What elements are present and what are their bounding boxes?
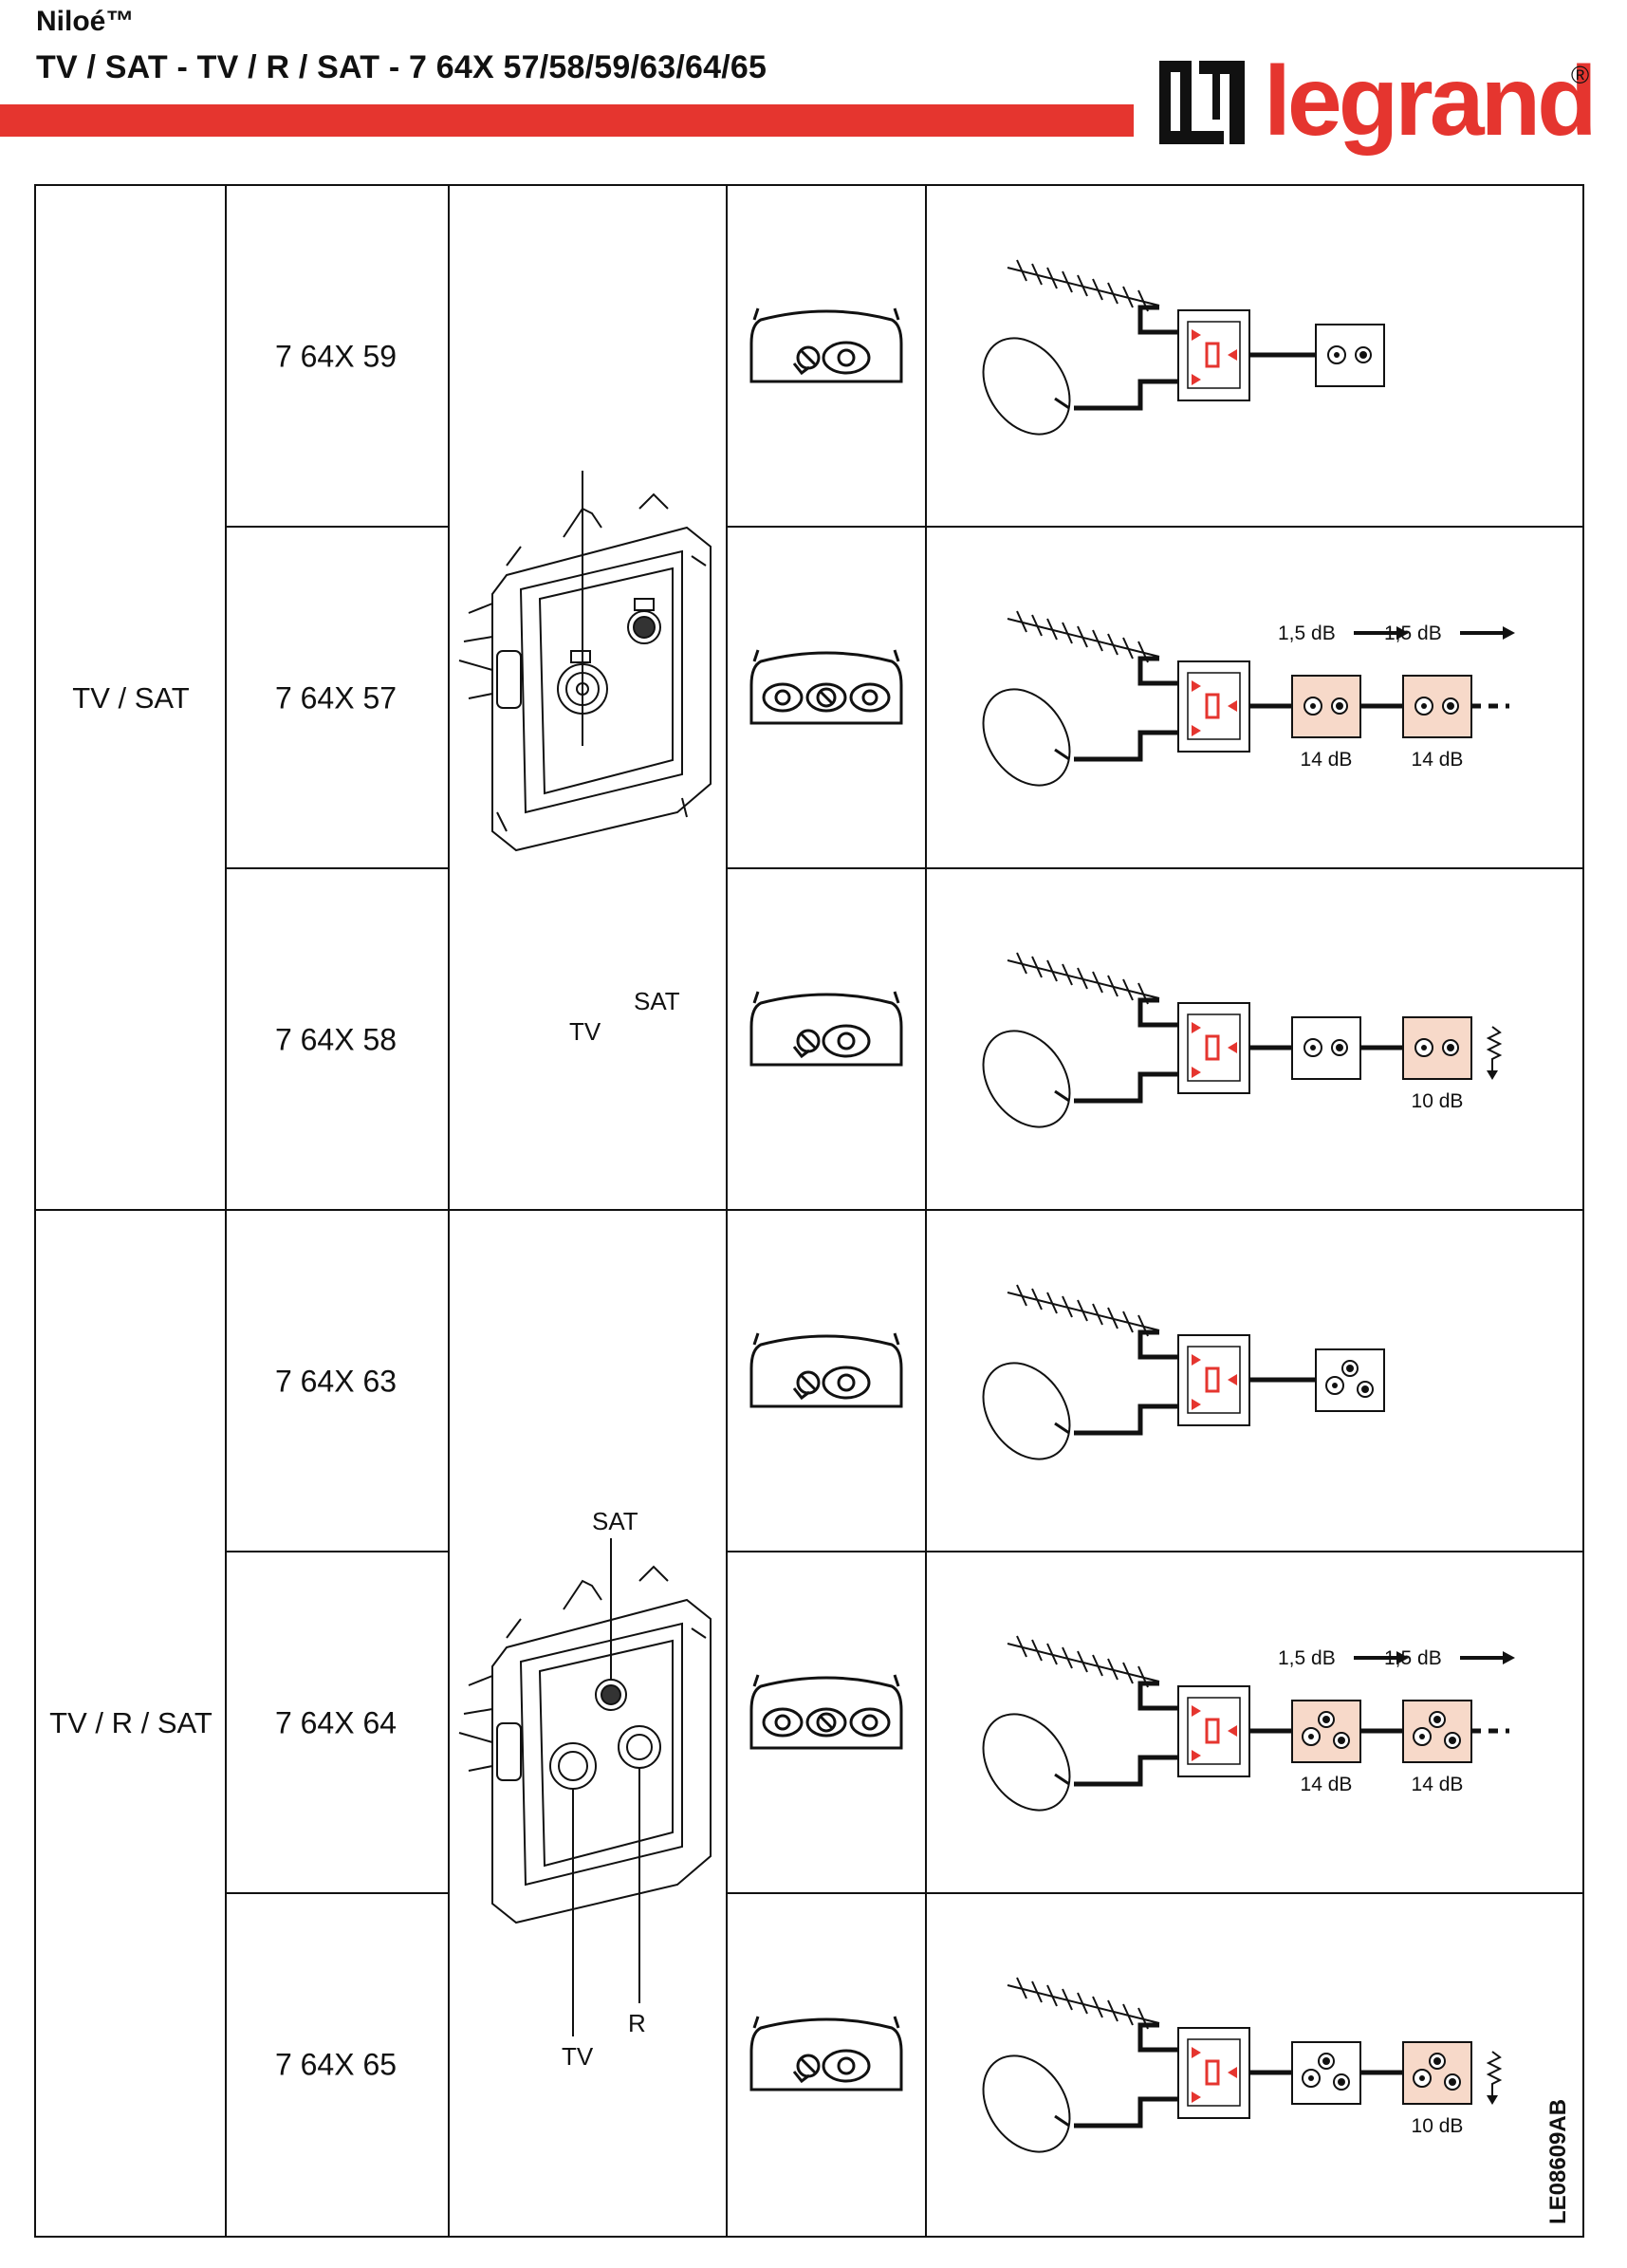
row-divider bbox=[726, 1892, 1582, 1894]
terminator-icon bbox=[1486, 2051, 1503, 2105]
single-fixing-icon bbox=[749, 1332, 903, 1408]
outlet-icon bbox=[1402, 675, 1472, 738]
tv-sat-socket-illustration: SAT TV bbox=[458, 471, 712, 1046]
svg-text:®: ® bbox=[1571, 61, 1589, 89]
col-divider bbox=[925, 186, 927, 2236]
double-fixing-icon bbox=[749, 1674, 903, 1750]
group-label: TV / SAT bbox=[72, 681, 190, 715]
antenna-icon bbox=[1007, 1284, 1160, 1337]
tap-loss-label: 10 dB bbox=[1412, 2115, 1464, 2137]
tap-loss-label: 10 dB bbox=[1412, 1090, 1464, 1112]
col-divider bbox=[448, 186, 450, 2236]
product-code: 7 64X 63 bbox=[274, 1364, 398, 1399]
tv-label: TV bbox=[562, 2042, 594, 2071]
single-fixing-icon bbox=[749, 991, 903, 1067]
antenna-icon bbox=[1007, 1977, 1160, 2030]
terminator-icon bbox=[1486, 1026, 1503, 1080]
product-code: 7 64X 64 bbox=[274, 1705, 398, 1740]
wiring-diagram: 10 dB bbox=[982, 1977, 1503, 2153]
wiring-diagram: 14 dB 1,5 dB 14 dB 1,5 dB bbox=[982, 1635, 1515, 1812]
through-loss-label: 1,5 dB bbox=[1278, 1647, 1336, 1669]
splitter-icon bbox=[1177, 2027, 1250, 2119]
sat-label: SAT bbox=[592, 1507, 638, 1535]
wiring-diagram bbox=[982, 1284, 1385, 1460]
outlet-icon bbox=[1291, 675, 1361, 738]
col-divider bbox=[225, 186, 227, 2236]
row-divider bbox=[726, 1551, 1582, 1552]
legrand-logo: legrand ® bbox=[1159, 49, 1594, 157]
product-code: 7 64X 58 bbox=[274, 1022, 398, 1057]
tap-loss-label: 14 dB bbox=[1412, 1774, 1464, 1795]
antenna-icon bbox=[1007, 259, 1160, 312]
product-name: Niloé™ bbox=[36, 6, 135, 37]
group-label: TV / R / SAT bbox=[49, 1706, 213, 1739]
wiring-diagram bbox=[982, 259, 1385, 436]
outlet-icon bbox=[1291, 1700, 1361, 1763]
svg-text:legrand: legrand bbox=[1264, 49, 1594, 157]
row-divider bbox=[726, 867, 1582, 869]
single-fixing-icon bbox=[749, 307, 903, 383]
outlet-icon bbox=[1315, 324, 1385, 387]
through-loss-label: 1,5 dB bbox=[1384, 1647, 1442, 1669]
tv-label: TV bbox=[569, 1017, 601, 1046]
group-divider bbox=[36, 1209, 1582, 1211]
wiring-diagram: 14 dB 1,5 dB 14 dB 1,5 dB bbox=[982, 610, 1515, 787]
outlet-icon bbox=[1291, 2041, 1361, 2105]
antenna-icon bbox=[1007, 1635, 1160, 1688]
wiring-table: TV / SAT TV / R / SAT 7 64X 59 7 64X 57 … bbox=[34, 184, 1584, 2238]
product-code: 7 64X 65 bbox=[274, 2047, 398, 2082]
sat-label: SAT bbox=[634, 987, 680, 1015]
row-divider bbox=[726, 526, 1582, 528]
row-divider bbox=[225, 1892, 448, 1894]
satellite-dish-icon bbox=[982, 1030, 1071, 1128]
outlet-icon bbox=[1402, 1700, 1472, 1763]
satellite-dish-icon bbox=[982, 688, 1071, 787]
splitter-icon bbox=[1177, 1002, 1250, 1094]
document-reference: LE08609AB bbox=[1544, 2098, 1571, 2225]
antenna-icon bbox=[1007, 952, 1160, 1005]
tap-loss-label: 14 dB bbox=[1301, 1774, 1353, 1795]
outlet-icon bbox=[1402, 2041, 1472, 2105]
satellite-dish-icon bbox=[982, 337, 1071, 436]
row-divider bbox=[225, 867, 448, 869]
col-divider bbox=[726, 186, 728, 2236]
outlet-icon bbox=[1291, 1016, 1361, 1080]
outlet-icon bbox=[1315, 1348, 1385, 1412]
tap-loss-label: 14 dB bbox=[1412, 749, 1464, 771]
through-loss-label: 1,5 dB bbox=[1278, 623, 1336, 644]
r-label: R bbox=[628, 2009, 646, 2037]
wiring-diagram: 10 dB bbox=[982, 952, 1503, 1128]
satellite-dish-icon bbox=[982, 1713, 1071, 1812]
single-fixing-icon bbox=[749, 2016, 903, 2091]
header-accent-bar bbox=[0, 104, 1134, 137]
splitter-icon bbox=[1177, 309, 1250, 401]
splitter-icon bbox=[1177, 660, 1250, 753]
outlet-icon bbox=[1402, 1016, 1472, 1080]
document-title: TV / SAT - TV / R / SAT - 7 64X 57/58/59… bbox=[36, 49, 767, 85]
product-code: 7 64X 57 bbox=[274, 680, 398, 716]
satellite-dish-icon bbox=[982, 2054, 1071, 2153]
through-loss-label: 1,5 dB bbox=[1384, 623, 1442, 644]
splitter-icon bbox=[1177, 1334, 1250, 1426]
antenna-icon bbox=[1007, 610, 1160, 663]
tv-r-sat-socket-illustration: SAT R TV bbox=[458, 1507, 712, 2071]
splitter-icon bbox=[1177, 1685, 1250, 1777]
satellite-dish-icon bbox=[982, 1362, 1071, 1460]
row-divider bbox=[225, 1551, 448, 1552]
product-code: 7 64X 59 bbox=[274, 339, 398, 374]
tap-loss-label: 14 dB bbox=[1301, 749, 1353, 771]
double-fixing-icon bbox=[749, 649, 903, 725]
row-divider bbox=[225, 526, 448, 528]
